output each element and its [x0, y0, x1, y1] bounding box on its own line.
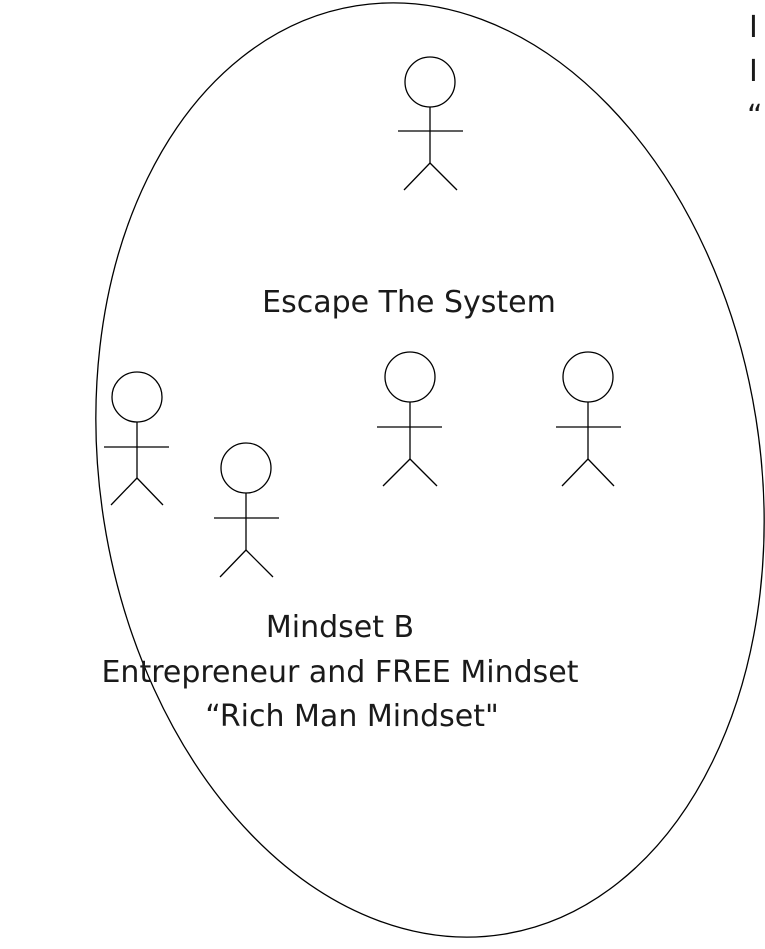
- mindset-quote: “Rich Man Mindset": [205, 699, 499, 734]
- mindset-subtitle: Entrepreneur and FREE Mindset: [101, 655, 578, 690]
- mindset-heading: Mindset B: [266, 610, 414, 645]
- right-edge-fragment-2: I: [749, 54, 758, 89]
- stick-figure-left-2: [214, 442, 279, 578]
- system-boundary-ellipse: [95, 2, 765, 938]
- right-edge-fragment-1: I: [749, 10, 758, 45]
- right-edge-fragment-3: “: [747, 99, 763, 134]
- stick-figure-top: [398, 56, 463, 191]
- stick-figure-right: [556, 351, 621, 487]
- stick-figure-left-1: [104, 371, 169, 506]
- stick-figure-middle: [377, 351, 442, 487]
- escape-title: Escape The System: [262, 285, 556, 320]
